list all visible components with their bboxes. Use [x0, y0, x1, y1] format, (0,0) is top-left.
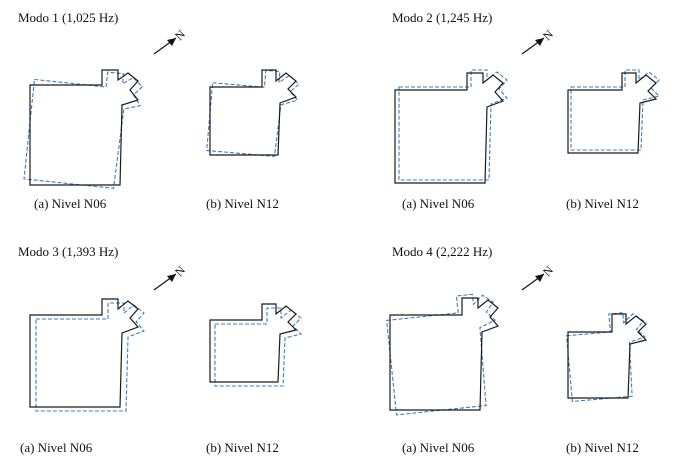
deformed-shape [386, 293, 497, 416]
original-shape [567, 313, 648, 399]
original-shape [389, 297, 500, 411]
mode-2-caption-b: (b) Nivel N12 [566, 196, 639, 211]
mode-1-plan-n06 [23, 69, 144, 189]
original-shape [29, 69, 140, 186]
original-shape [394, 72, 505, 184]
original-shape [209, 303, 298, 383]
mode-4-caption-b: (b) Nivel N12 [566, 440, 639, 455]
north-arrow-icon: N [518, 27, 558, 58]
mode-2-title: Modo 2 (1,245 Hz) [392, 10, 493, 25]
deformed-shape [23, 71, 144, 189]
mode-4-title: Modo 4 (2,222 Hz) [392, 244, 493, 259]
mode-2-plan-n06 [394, 69, 508, 184]
mode-1-caption-a: (a) Nivel N06 [34, 196, 107, 211]
deformed-shape [35, 302, 145, 412]
original-shape [567, 72, 658, 154]
mode-3-caption-b: (b) Nivel N12 [206, 440, 279, 455]
original-shape [209, 69, 298, 156]
north-arrow-icon: N [518, 263, 558, 294]
deformed-shape [206, 69, 300, 158]
mode-3-plan-n12 [209, 303, 303, 387]
north-arrow-icon: N [150, 263, 190, 294]
mode-1-caption-b: (b) Nivel N12 [206, 196, 279, 211]
mode-2-plan-n12 [567, 69, 661, 154]
deformed-shape [570, 69, 661, 151]
mode-1-plan-n12 [206, 69, 300, 158]
mode-3-caption-a: (a) Nivel N06 [20, 440, 93, 455]
mode-4-plan-n12 [565, 312, 648, 403]
north-arrow-icon: N [150, 27, 190, 58]
deformed-shape [214, 307, 303, 387]
mode-1-title: Modo 1 (1,025 Hz) [18, 10, 119, 25]
mode-3-title: Modo 3 (1,393 Hz) [18, 244, 119, 259]
mode-3-plan-n06 [29, 298, 145, 412]
mode-4-plan-n06 [386, 293, 500, 416]
deformed-shape [565, 312, 647, 403]
mode-2-caption-a: (a) Nivel N06 [402, 196, 475, 211]
mode-4-caption-a: (a) Nivel N06 [402, 440, 475, 455]
original-shape [29, 298, 140, 408]
deformed-shape [398, 69, 508, 181]
